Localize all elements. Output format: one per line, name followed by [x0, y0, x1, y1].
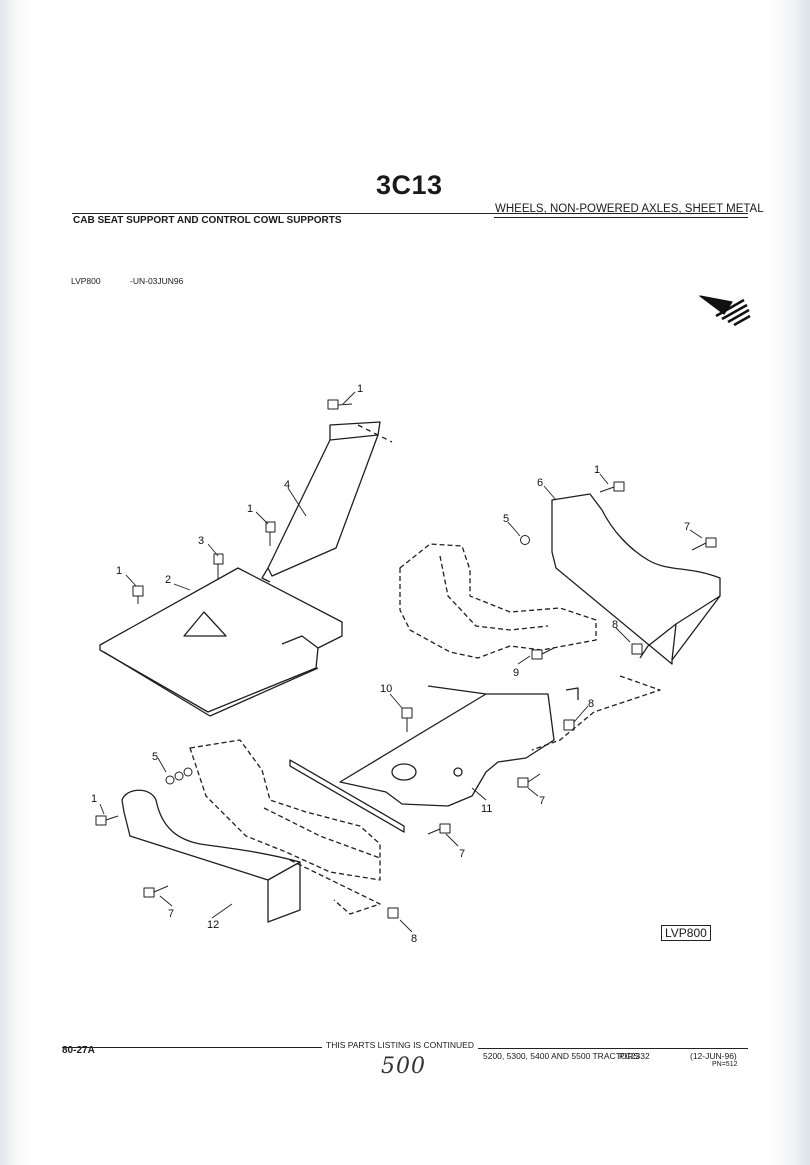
- bolt-icon: [265, 521, 276, 546]
- callout-number: 12: [207, 919, 219, 931]
- seat-assembly-right: [399, 543, 661, 751]
- part-12-side-panel: [121, 789, 301, 923]
- bolt-icon: [327, 399, 353, 410]
- part-6-side-panel: [551, 493, 721, 665]
- bolt-icon: [95, 815, 119, 826]
- part-4-bracket: [261, 421, 393, 583]
- bolt-icon: [599, 481, 625, 493]
- part-2-plate: [99, 567, 343, 717]
- group-title: CAB SEAT SUPPORT AND CONTROL COWL SUPPOR…: [73, 215, 342, 226]
- washer-icon: [165, 767, 193, 785]
- bolt-icon: [143, 885, 169, 898]
- callout-number: 1: [357, 383, 363, 395]
- seat-assembly-left: [189, 739, 381, 915]
- callout-number: 7: [168, 908, 174, 920]
- header-rule: [72, 213, 748, 214]
- footer-continued: THIS PARTS LISTING IS CONTINUED: [326, 1040, 474, 1050]
- page-number: 3C13: [376, 170, 443, 200]
- callout-number: 2: [165, 574, 171, 586]
- callout-number: 1: [91, 793, 97, 805]
- part-11-floor-plate: [289, 685, 579, 833]
- diagram-label: LVP800: [661, 925, 711, 941]
- nut-icon: [387, 907, 399, 919]
- callout-number: 4: [284, 479, 290, 491]
- bolt-icon: [132, 585, 144, 604]
- callout-number: 1: [116, 565, 122, 577]
- hardware-fasteners: [95, 399, 717, 919]
- direction-arrow-icon: [699, 295, 751, 327]
- callout-number: 8: [411, 933, 417, 945]
- footer-pn: PN=512: [712, 1061, 738, 1068]
- footer-rule-left: [62, 1047, 322, 1048]
- callout-number: 9: [513, 667, 519, 679]
- callout-number: 5: [152, 751, 158, 763]
- callout-number: 7: [459, 848, 465, 860]
- callout-number: 8: [612, 619, 618, 631]
- callout-number: 6: [537, 477, 543, 489]
- footer-date: (12-JUN-96): [690, 1051, 737, 1061]
- footer-models: 5200, 5300, 5400 AND 5500 TRACTORS: [483, 1051, 640, 1061]
- section-underline: [494, 217, 748, 218]
- reference-code: LVP800: [71, 276, 101, 286]
- bolt-icon: [517, 773, 541, 788]
- bolt-icon: [401, 707, 413, 732]
- callout-number: 3: [198, 535, 204, 547]
- bolt-icon: [213, 553, 224, 580]
- callout-number: 8: [588, 698, 594, 710]
- callout-number: 1: [594, 464, 600, 476]
- bolt-icon: [427, 823, 451, 835]
- callout-number: 7: [539, 795, 545, 807]
- section-title: WHEELS, NON-POWERED AXLES, SHEET METAL: [495, 203, 764, 215]
- nut-icon: [563, 719, 575, 731]
- callout-number: 5: [503, 513, 509, 525]
- callout-number: 11: [481, 803, 492, 815]
- reference-date: -UN-03JUN96: [130, 276, 184, 286]
- bolt-icon: [531, 647, 555, 660]
- footer-rule-right: [478, 1048, 748, 1049]
- callout-numbers: 1 1 1 1 1 2 3 4 5 5 6 7 7 7 7 8 8 8 9 10…: [91, 383, 690, 945]
- leader-lines: [99, 391, 703, 933]
- callout-number: 1: [247, 503, 253, 515]
- washer-icon: [520, 535, 530, 545]
- bolt-icon: [691, 537, 717, 551]
- callout-number: 7: [684, 521, 690, 533]
- nut-icon: [631, 643, 643, 655]
- footer-catalog: PC2332: [619, 1051, 650, 1061]
- callout-number: 10: [380, 683, 392, 695]
- footer-page-ref: 80-27A: [62, 1045, 95, 1056]
- handwritten-note: 500: [381, 1054, 426, 1079]
